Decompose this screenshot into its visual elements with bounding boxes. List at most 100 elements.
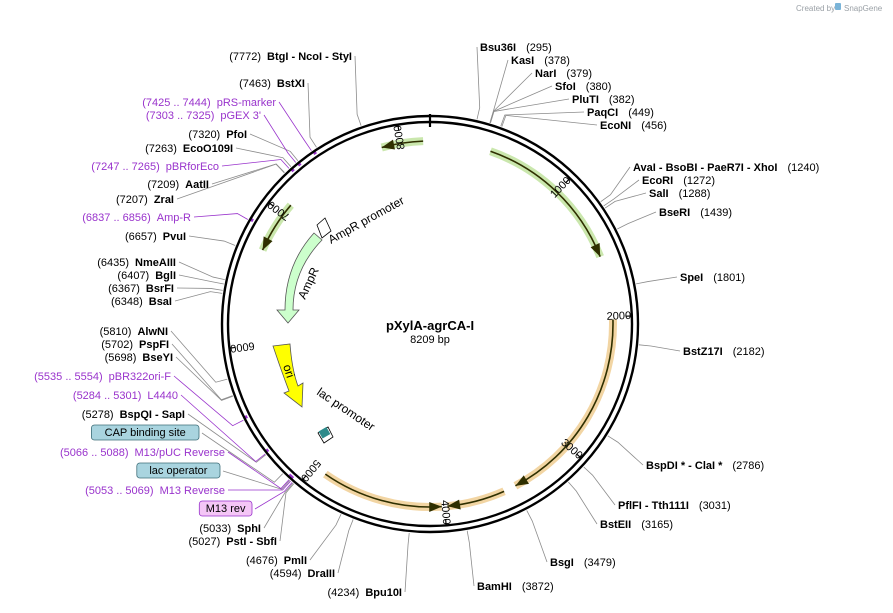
site-position: (5278) <box>82 409 114 421</box>
site-label[interactable]: PfoI(7320) <box>188 129 247 141</box>
site-label[interactable]: BglI(6407) <box>117 270 176 282</box>
site-name: BsaI <box>149 296 172 308</box>
site-label[interactable]: L4440(5284 .. 5301) <box>73 390 178 402</box>
site-label[interactable]: pRS-marker(7425 .. 7444) <box>142 97 276 109</box>
arc-orange-1 <box>515 319 614 487</box>
site-name: SfoI <box>555 81 576 93</box>
leader-line <box>263 482 294 529</box>
site-label[interactable]: Bsu36I(295) <box>480 42 552 54</box>
site-position: (6348) <box>111 296 143 308</box>
site-name: Amp-R <box>157 212 191 224</box>
site-label[interactable]: AvaI - BsoBI - PaeR7I - XhoI(1240) <box>633 162 819 174</box>
site-label[interactable]: lac operator <box>136 462 221 479</box>
leader-line <box>221 159 290 169</box>
site-label[interactable]: PaqCI(449) <box>587 107 654 119</box>
site-label[interactable]: BsgI(3479) <box>550 557 616 569</box>
site-label[interactable]: BtgI - NcoI - StyI(7772) <box>229 51 352 63</box>
tick-label: 4000 <box>438 500 452 525</box>
site-label[interactable]: NarI(379) <box>535 68 592 80</box>
site-position: (5284 .. 5301) <box>73 390 142 402</box>
site-label[interactable]: EcoO109I(7263) <box>145 143 233 155</box>
site-name: BsrFI <box>146 283 174 295</box>
leader-line <box>249 133 299 162</box>
site-position: (3031) <box>699 500 731 512</box>
site-label[interactable]: M13 Reverse(5053 .. 5069) <box>85 485 225 497</box>
feature-ampr[interactable]: AmpR <box>276 232 323 324</box>
site-label[interactable]: Amp-R(6837 .. 6856) <box>82 212 191 224</box>
leader-line <box>187 413 266 463</box>
site-label[interactable]: PluTI(382) <box>572 94 635 106</box>
site-label[interactable]: ZraI(7207) <box>116 194 174 206</box>
site-label[interactable]: M13/pUC Reverse(5066 .. 5088) <box>60 447 225 459</box>
site-label[interactable]: CAP binding site <box>91 424 200 441</box>
site-position: (456) <box>641 120 667 132</box>
site-name: pGEX 3' <box>220 110 261 122</box>
site-label[interactable]: pBR322ori-F(5535 .. 5554) <box>34 371 171 383</box>
site-label[interactable]: pGEX 3'(7303 .. 7325) <box>146 110 261 122</box>
feature-ampr-promoter[interactable]: AmpR promoter <box>316 193 407 247</box>
site-label[interactable]: BseYI(5698) <box>105 352 173 364</box>
leader-line <box>227 451 290 490</box>
site-label[interactable]: BsaI (6348) <box>111 296 172 308</box>
arc-green-2-arrowhead <box>381 139 395 150</box>
site-label[interactable]: SphI(5033) <box>199 523 261 535</box>
site-name: BstXI <box>277 78 305 90</box>
site-label[interactable]: KasI(378) <box>511 55 570 67</box>
site-position: (7772) <box>229 51 261 63</box>
feature-box <box>198 500 253 517</box>
site-label[interactable]: BamHI(3872) <box>477 581 554 593</box>
site-label[interactable]: EcoRI(1272) <box>642 175 715 187</box>
site-name: pRS-marker <box>217 97 277 109</box>
site-position: (7209) <box>147 179 179 191</box>
site-name: BseYI <box>142 352 173 364</box>
site-name: BstZ17I <box>683 346 723 358</box>
leader-line <box>603 179 640 207</box>
ampr-promoter-label: AmpR promoter <box>326 193 407 246</box>
site-label[interactable]: SpeI(1801) <box>680 272 745 284</box>
site-name: BseRI <box>659 207 690 219</box>
primer-mark <box>290 168 295 173</box>
site-label[interactable]: BseRI(1439) <box>659 207 732 219</box>
site-label[interactable]: AlwNI(5810) <box>100 326 168 338</box>
site-label[interactable]: PstI - SbfI(5027) <box>188 536 277 548</box>
feature-ori[interactable]: ori <box>272 343 304 408</box>
tick-label: 2000 <box>606 310 631 323</box>
leader-line <box>176 287 223 291</box>
site-label[interactable]: AatII(7209) <box>147 179 209 191</box>
site-label[interactable]: M13 rev <box>198 500 253 517</box>
feature-lac-promoter[interactable]: lac promoter <box>314 385 377 444</box>
site-label[interactable]: NmeAIII(6435) <box>97 257 176 269</box>
leader-line <box>279 483 295 542</box>
site-label[interactable]: BspDI * - ClaI *(2786) <box>646 460 764 472</box>
site-label[interactable]: BsrFI(6367) <box>108 283 174 295</box>
site-name: ZraI <box>154 194 174 206</box>
leader-line <box>404 532 410 593</box>
site-label[interactable]: BstZ17I(2182) <box>683 346 765 358</box>
site-position: (4234) <box>328 587 360 599</box>
site-label[interactable]: PflFI - Tth111I(3031) <box>618 500 731 512</box>
leader-line <box>600 166 631 203</box>
site-label[interactable]: Bpu10I(4234) <box>328 587 402 599</box>
site-label[interactable]: DraIII(4594) <box>270 568 335 580</box>
site-name: PluTI <box>572 94 599 106</box>
site-name: lac operator <box>149 465 207 477</box>
leader-line <box>490 98 570 124</box>
credit-brand: SnapGene <box>844 4 883 13</box>
site-name: PstI - SbfI <box>226 536 277 548</box>
site-label[interactable]: PspFI(5702) <box>101 339 169 351</box>
site-label[interactable]: EcoNI(456) <box>600 120 667 132</box>
site-label[interactable]: pBRforEco(7247 .. 7265) <box>91 161 219 173</box>
site-name: M13 Reverse <box>160 485 225 497</box>
site-label[interactable]: SfoI(380) <box>555 81 611 93</box>
site-label[interactable]: BstEII(3165) <box>600 519 673 531</box>
site-label[interactable]: PmlI(4676) <box>246 555 307 567</box>
leader-line <box>337 519 354 574</box>
site-label[interactable]: SalI(1288) <box>649 188 710 200</box>
site-position: (295) <box>526 42 552 54</box>
site-label[interactable]: PvuI(6657) <box>125 231 186 243</box>
leader-line <box>175 356 233 401</box>
site-label[interactable]: BspQI - SapI(5278) <box>82 409 185 421</box>
site-name: AlwNI <box>137 326 168 338</box>
site-name: PaqCI <box>587 107 618 119</box>
site-label[interactable]: BstXI(7463) <box>239 78 305 90</box>
